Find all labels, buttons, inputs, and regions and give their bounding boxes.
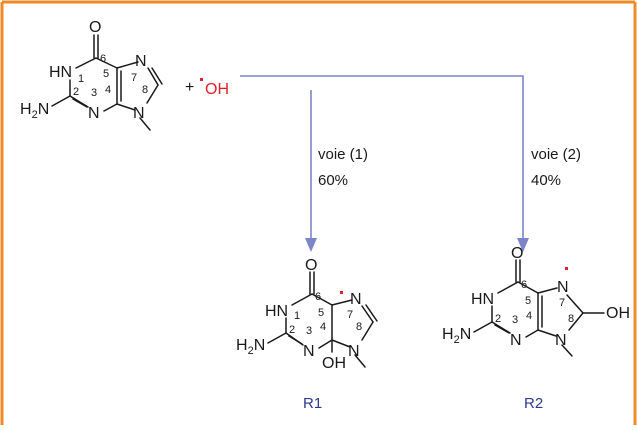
ring-number-1: 1 — [294, 310, 300, 322]
path-2-label: voie (2) — [531, 146, 581, 163]
reagent-hydroxyl-radical: + OH — [185, 78, 229, 98]
ring-number-8: 8 — [142, 84, 148, 96]
ring-number-7: 7 — [347, 309, 353, 321]
atom-o: O — [511, 245, 523, 262]
atom-n3: N — [303, 343, 315, 360]
plus-sign: + — [185, 79, 194, 96]
ring-number-8: 8 — [356, 321, 362, 333]
ring-number-2: 2 — [495, 313, 501, 325]
reaction-arrows — [240, 75, 529, 252]
product-r2-caption: R2 — [524, 395, 543, 412]
ring-number-5: 5 — [103, 68, 109, 80]
ring-number-4: 4 — [105, 84, 111, 96]
atom-oh: OH — [322, 355, 346, 372]
radical-dot-r1 — [340, 291, 343, 294]
ring-number-5: 5 — [318, 307, 324, 319]
hydroxyl-label: OH — [205, 81, 229, 98]
atom-n9: N — [555, 332, 567, 349]
atom-hn: HN — [265, 303, 288, 320]
atom-amine: H2N — [20, 101, 49, 121]
arrow-head-path-2 — [517, 238, 529, 252]
atom-n7: N — [557, 279, 569, 296]
ring-number-1: 1 — [78, 73, 84, 85]
product-r1-caption: R1 — [303, 395, 322, 412]
product-r1: O HN N N N OH H2N 1 2 3 4 5 6 7 8 — [236, 257, 378, 372]
ring-number-6: 6 — [521, 279, 527, 291]
ring-number-6: 6 — [315, 291, 321, 303]
atom-n3: N — [510, 332, 522, 349]
ring-number-4: 4 — [526, 310, 532, 322]
ring-number-3: 3 — [512, 314, 518, 326]
path-1-label: voie (1) — [318, 146, 368, 163]
ring-number-6: 6 — [100, 53, 106, 65]
atom-n9: N — [348, 343, 360, 360]
ring-number-7: 7 — [131, 72, 137, 84]
atom-oh: OH — [606, 305, 630, 322]
ring-number-3: 3 — [306, 325, 312, 337]
ring-number-4: 4 — [320, 321, 326, 333]
path-1-yield: 60% — [318, 172, 348, 189]
atom-o: O — [305, 257, 317, 274]
atom-amine: H2N — [442, 326, 471, 346]
arrow-head-path-1 — [305, 238, 317, 252]
atom-n3: N — [88, 105, 100, 122]
atom-n7: N — [135, 53, 147, 70]
arrow-path-2 — [240, 75, 524, 248]
ring-number-2: 2 — [73, 86, 79, 98]
product-r2: O HN N N N OH H2N 2 3 4 5 6 7 8 — [442, 245, 630, 357]
path-2-yield: 40% — [531, 172, 561, 189]
ring-number-7: 7 — [559, 297, 565, 309]
atom-amine: H2N — [236, 337, 265, 357]
atom-n7: N — [350, 291, 362, 308]
ring-number-8: 8 — [568, 313, 574, 325]
radical-dot — [200, 78, 203, 81]
ring-number-2: 2 — [289, 324, 295, 336]
reactant-guanine: O HN N N N H2N 1 2 3 4 5 6 7 8 — [20, 19, 163, 131]
ring-number-3: 3 — [91, 87, 97, 99]
ring-number-5: 5 — [525, 295, 531, 307]
atom-hn: HN — [49, 64, 72, 81]
atom-n9: N — [133, 105, 145, 122]
radical-dot-r2 — [565, 267, 568, 270]
atom-o: O — [89, 19, 101, 36]
atom-hn: HN — [471, 291, 494, 308]
